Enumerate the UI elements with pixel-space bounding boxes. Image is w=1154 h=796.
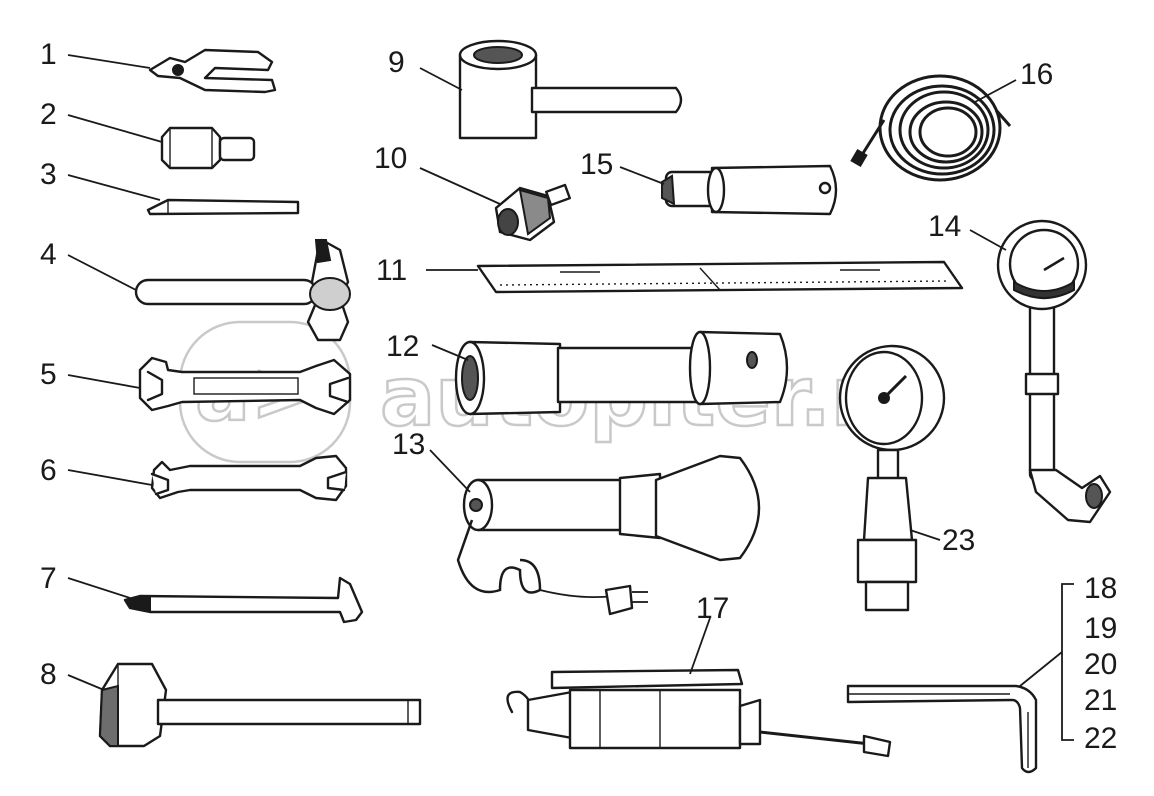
callout-2: 2 — [40, 98, 57, 131]
callout-8: 8 — [40, 658, 57, 691]
callout-18: 18 — [1084, 572, 1117, 605]
flat-blade — [146, 198, 300, 216]
long-socket — [454, 330, 789, 416]
hex-keys — [846, 583, 1074, 774]
callout-20: 20 — [1084, 648, 1117, 681]
socket-bar — [661, 164, 838, 216]
callout-1: 1 — [40, 38, 57, 71]
callout-15: 15 — [580, 148, 613, 181]
hammer — [134, 238, 351, 342]
callout-23: 23 — [942, 524, 975, 557]
callout-12: 12 — [386, 330, 419, 363]
callout-11: 11 — [376, 254, 407, 287]
pressure-gauge — [838, 344, 946, 612]
pliers — [148, 48, 277, 94]
callout-16: 16 — [1020, 58, 1053, 91]
callout-14: 14 — [928, 210, 961, 243]
open-end-wrench-small — [150, 454, 348, 502]
hose-coil — [850, 74, 1012, 182]
callout-19: 19 — [1084, 612, 1117, 645]
tire-pressure-gauge — [996, 219, 1112, 524]
callout-21: 21 — [1084, 684, 1117, 717]
callout-22: 22 — [1084, 722, 1117, 755]
inspection-lamp — [456, 454, 761, 616]
knurled-adapter — [494, 183, 571, 242]
callout-3: 3 — [40, 158, 57, 191]
t-socket-wrench — [458, 39, 683, 140]
callout-4: 4 — [40, 238, 57, 271]
ruler — [476, 260, 964, 294]
grease-gun — [506, 668, 892, 758]
open-end-wrench-large — [138, 356, 352, 416]
callout-5: 5 — [40, 358, 57, 391]
hex-bar-wrench — [98, 662, 422, 748]
pry-bar — [123, 576, 364, 624]
callout-7: 7 — [40, 562, 57, 595]
callout-17: 17 — [696, 592, 729, 625]
callout-10: 10 — [374, 142, 407, 175]
hex-adapter — [160, 126, 256, 170]
callout-6: 6 — [40, 454, 57, 487]
callout-13: 13 — [392, 428, 425, 461]
callout-9: 9 — [388, 46, 405, 79]
